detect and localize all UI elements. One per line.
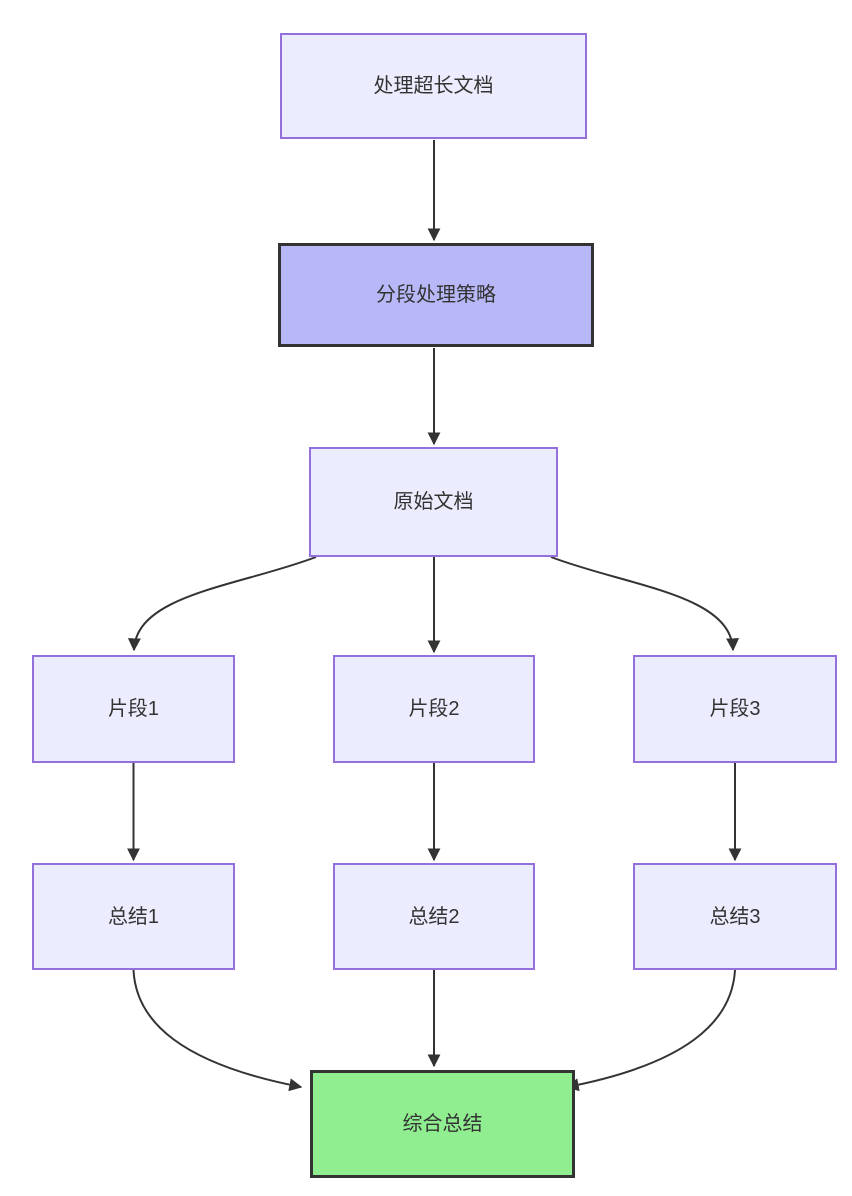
node-label: 总结2: [408, 905, 460, 928]
node-summary-2: 总结2: [333, 863, 535, 970]
edge-sum1-final: [132, 969, 303, 1092]
node-segment-strategy: 分段处理策略: [278, 243, 594, 347]
node-label: 综合总结: [402, 1113, 483, 1135]
node-label: 原始文档: [393, 491, 474, 513]
edge-sum3-final: [565, 969, 736, 1092]
node-label: 处理超长文档: [373, 75, 494, 97]
node-label: 片段1: [107, 698, 160, 720]
node-summary-3: 总结3: [633, 863, 837, 970]
node-process-long-document: 处理超长文档: [280, 33, 587, 139]
node-label: 总结1: [107, 905, 160, 928]
node-summary-1: 总结1: [32, 863, 235, 970]
node-label: 分段处理策略: [376, 284, 496, 306]
node-combined-summary: 综合总结: [310, 1070, 575, 1178]
node-fragment-3: 片段3: [633, 655, 837, 763]
node-original-document: 原始文档: [309, 447, 558, 557]
edge-original-frag3: [550, 556, 740, 652]
node-label: 总结3: [709, 905, 761, 928]
edge-original-frag1: [127, 556, 317, 652]
node-label: 片段3: [709, 698, 761, 720]
node-fragment-1: 片段1: [32, 655, 235, 763]
node-label: 片段2: [408, 698, 460, 720]
node-fragment-2: 片段2: [333, 655, 535, 763]
